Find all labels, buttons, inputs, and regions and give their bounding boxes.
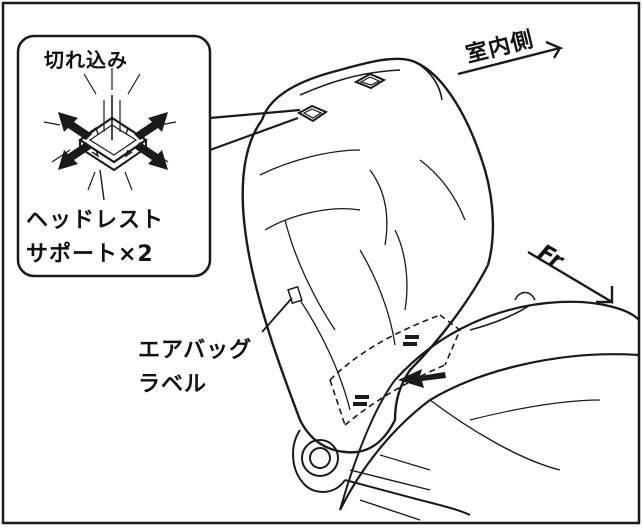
airbag-dashed-region bbox=[329, 314, 461, 426]
interior-arrow bbox=[457, 40, 564, 76]
callout-leader-lines bbox=[209, 108, 301, 152]
cut-label: 切れ込み bbox=[44, 48, 128, 72]
squeeze-arrow-bottom-left bbox=[58, 142, 92, 170]
callout-box bbox=[16, 34, 212, 278]
headrest-support-holes bbox=[296, 72, 387, 123]
squeeze-arrow-top-right bbox=[134, 112, 168, 140]
seat-back-stitching bbox=[259, 149, 466, 411]
squeeze-arrow-bottom-right bbox=[134, 142, 168, 170]
support-detail bbox=[43, 68, 177, 191]
airbag-label-line1: エアバッグ bbox=[138, 338, 253, 363]
squeeze-arrow-top-left bbox=[58, 112, 92, 140]
support-leader-line bbox=[99, 169, 105, 201]
seat-frame bbox=[292, 429, 471, 521]
airbag-hatch-marks bbox=[353, 335, 419, 406]
airbag-label-line2: ラベル bbox=[138, 372, 208, 397]
headrest-support-label-line1: ヘッドレスト bbox=[26, 208, 165, 233]
seat-back bbox=[241, 57, 495, 454]
headrest-support-label-line2: サポート×2 bbox=[26, 242, 154, 267]
airbag-indicator-arrow bbox=[398, 369, 446, 388]
airbag-leader-line bbox=[261, 297, 293, 333]
front-arrow bbox=[527, 250, 614, 305]
seat-cushion bbox=[339, 291, 640, 511]
squeeze-arrows bbox=[58, 112, 168, 170]
